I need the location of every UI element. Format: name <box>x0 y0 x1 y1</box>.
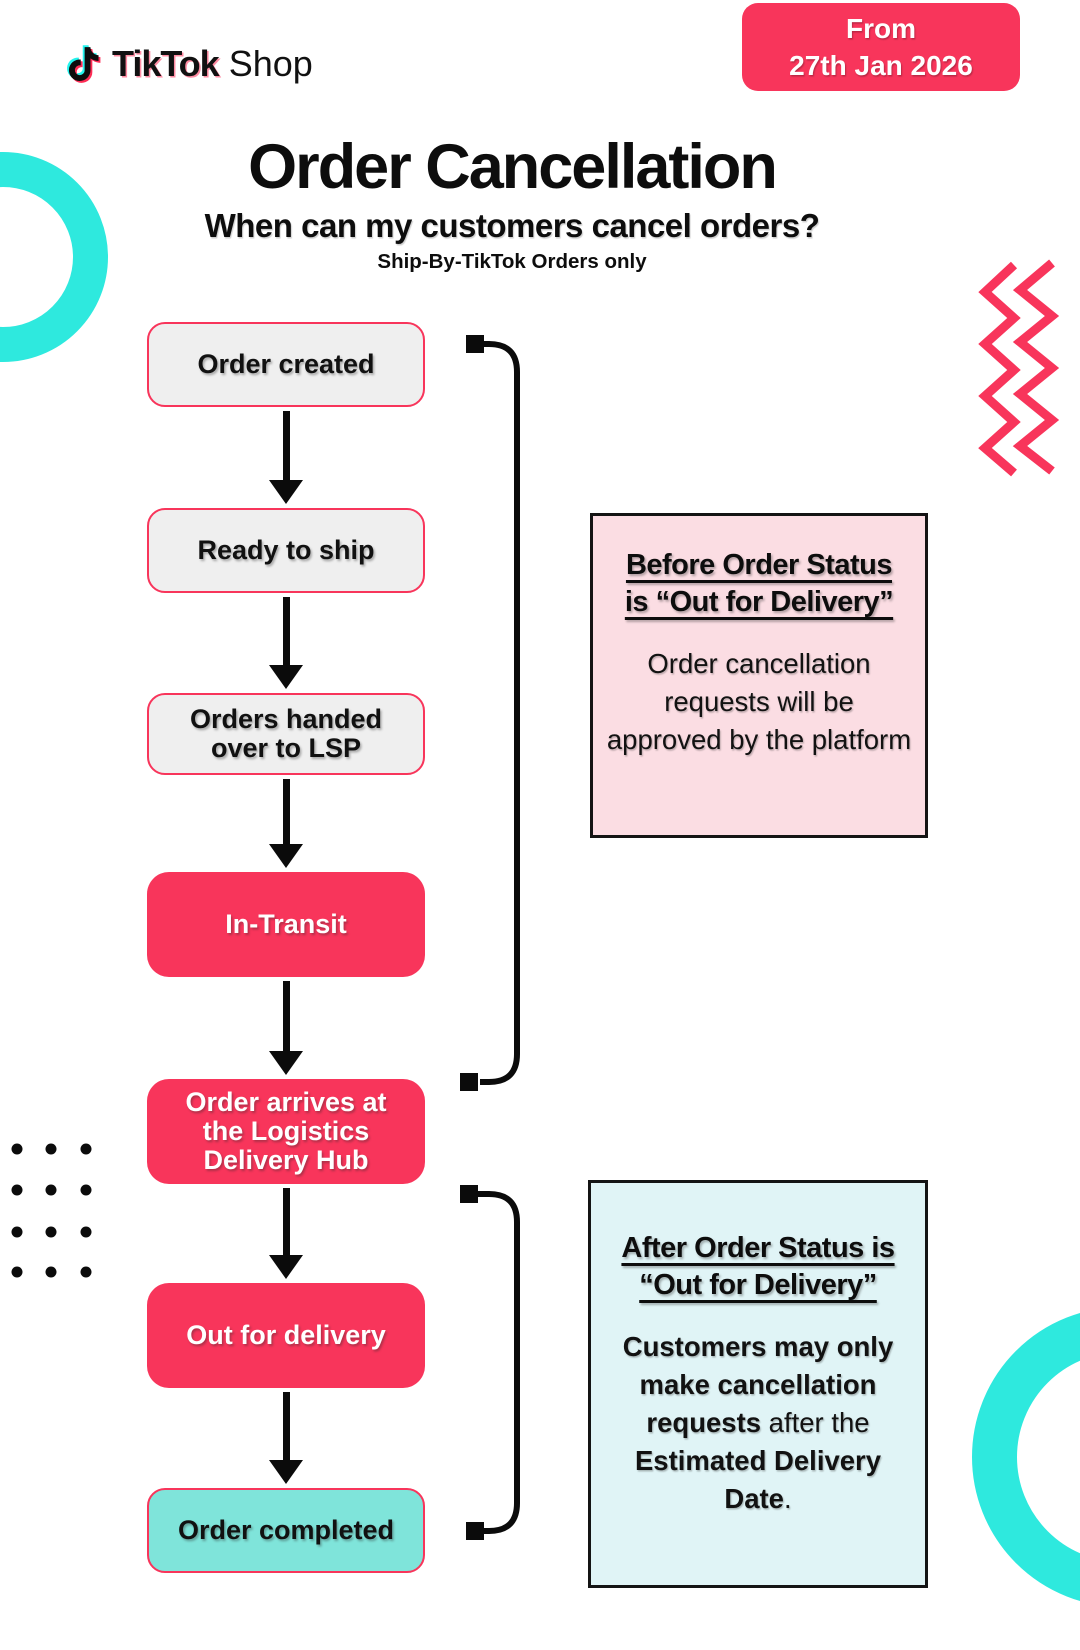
tiktok-note-icon <box>67 45 101 83</box>
panel-body-regular: after the <box>761 1407 870 1438</box>
flow-step-out-for-delivery: Out for delivery <box>147 1283 425 1388</box>
arrow-head <box>269 665 303 689</box>
zigzag-decoration <box>978 259 1060 477</box>
dots-decoration <box>11 1143 92 1278</box>
panel-body-bold: Customers may only make cancellation req… <box>622 1331 894 1438</box>
page-subtitle: When can my customers cancel orders? <box>204 207 820 244</box>
scope-note: Ship-By-TikTok Orders only <box>377 250 647 273</box>
flow-step-handed-to-lsp: Orders handed over to LSP <box>147 693 425 775</box>
panel-body: Customers may only make cancellation req… <box>599 1328 917 1518</box>
flow-step-in-transit: In-Transit <box>147 872 425 977</box>
panel-before-out-for-delivery: Before Order Status is “Out for Delivery… <box>590 513 928 838</box>
arrow-stem <box>282 1188 290 1255</box>
panel-heading: Before Order Status is “Out for Delivery… <box>624 549 894 618</box>
flow-step-label: Orders handed over to LSP <box>189 704 383 763</box>
effective-date-badge: From 27th Jan 2026 <box>742 3 1020 91</box>
flow-arrow-down <box>266 411 306 504</box>
page-title: Order Cancellation <box>248 132 778 202</box>
flow-arrow-down <box>266 981 306 1075</box>
arrow-head <box>269 844 303 868</box>
flow-step-label: Ready to ship <box>197 535 375 565</box>
flow-arrow-down <box>266 1188 306 1279</box>
arrow-stem <box>282 597 290 665</box>
flow-arrow-down <box>266 779 306 868</box>
flow-step-order-completed: Order completed <box>147 1488 425 1573</box>
flow-arrow-down <box>266 1392 306 1484</box>
flow-step-ready-to-ship: Ready to ship <box>147 508 425 593</box>
panel-body-regular: . <box>783 1483 792 1514</box>
flow-step-label: Out for delivery <box>186 1320 386 1350</box>
bracket-after-range <box>460 1185 520 1540</box>
flow-step-label: Order created <box>197 349 375 379</box>
arrow-head <box>269 480 303 504</box>
flow-step-arrives-delivery-hub: Order arrives at the Logistics Delivery … <box>147 1079 425 1184</box>
flow-step-order-created: Order created <box>147 322 425 407</box>
panel-heading: After Order Status is “Out for Delivery” <box>621 1232 895 1301</box>
flow-arrow-down <box>266 597 306 689</box>
tiktok-shop-logo: TikTok Shop <box>62 38 313 90</box>
arrow-head <box>269 1051 303 1075</box>
logo-suffix-text: Shop <box>228 43 313 84</box>
arrow-stem <box>282 411 290 480</box>
panel-body: Order cancellation requests will be appr… <box>606 648 912 755</box>
arrow-stem <box>282 1392 290 1460</box>
arrow-stem <box>282 779 290 844</box>
logo-brand-text: TikTok <box>112 43 220 84</box>
arrow-head <box>269 1460 303 1484</box>
flow-step-label: Order arrives at the Logistics Delivery … <box>185 1087 387 1175</box>
teal-ring-decoration-bottom-right <box>972 1307 1080 1607</box>
arrow-head <box>269 1255 303 1279</box>
bracket-before-range <box>460 335 520 1091</box>
flow-step-label: Order completed <box>177 1515 395 1545</box>
panel-after-out-for-delivery: After Order Status is “Out for Delivery”… <box>588 1180 928 1588</box>
panel-body-bold: Estimated Delivery Date <box>634 1445 882 1514</box>
arrow-stem <box>282 981 290 1051</box>
flow-step-label: In-Transit <box>225 909 347 939</box>
